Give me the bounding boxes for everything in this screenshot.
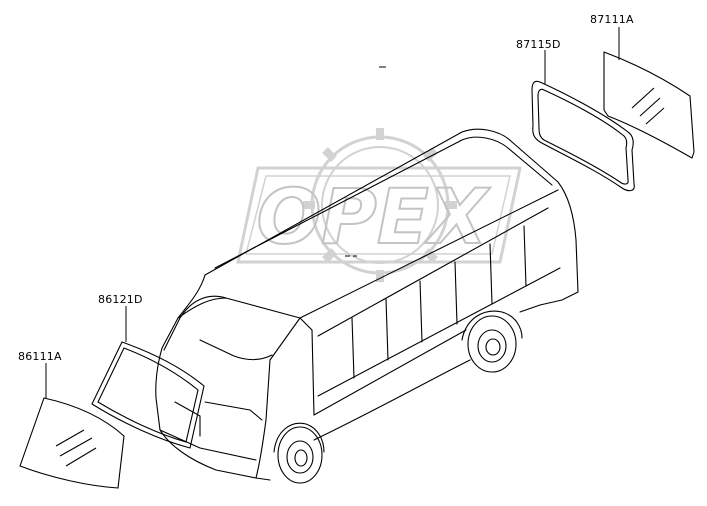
part-label-86111A: 86111A xyxy=(18,350,62,363)
watermark-frame xyxy=(236,166,522,264)
leader-lines xyxy=(45,27,620,398)
bus-outline xyxy=(155,128,579,484)
front-wheel xyxy=(273,422,325,484)
rear-window-seal xyxy=(531,80,635,192)
rear-wheel xyxy=(461,310,523,373)
windshield-seal xyxy=(91,341,205,449)
part-label-87111A: 87111A xyxy=(590,13,634,26)
part-label-86121D: 86121D xyxy=(98,293,143,306)
part-label-87115D: 87115D xyxy=(516,38,561,51)
windshield-glass xyxy=(19,397,125,489)
rear-window-glass xyxy=(603,51,695,159)
